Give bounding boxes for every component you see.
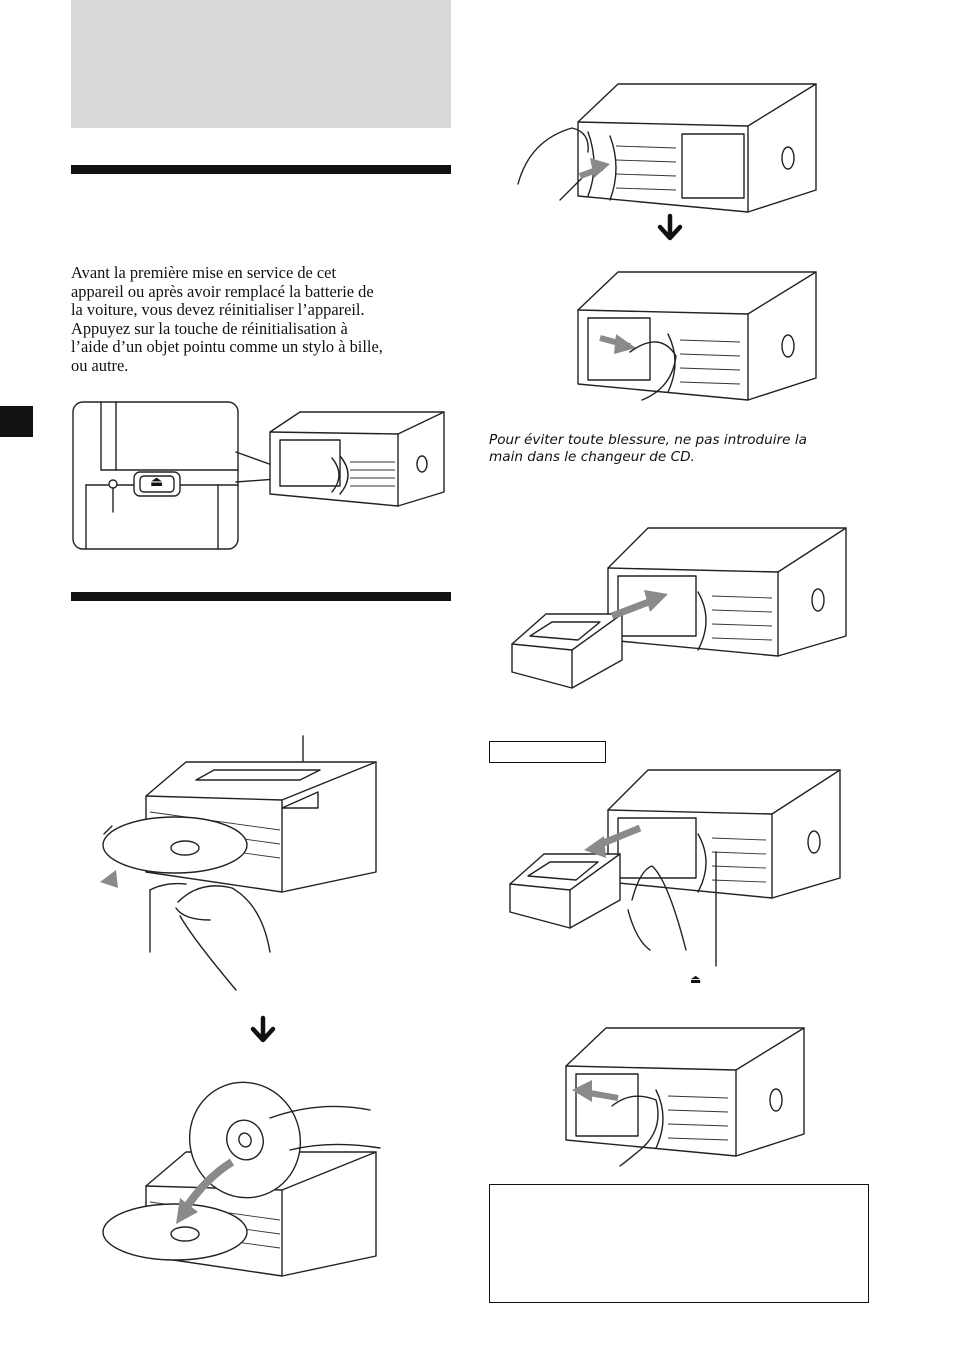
- intro-line: appareil ou après avoir remplacé la batt…: [71, 281, 374, 301]
- caution-line: main dans le changeur de CD.: [489, 449, 695, 465]
- eject-icon: ⏏: [690, 972, 702, 986]
- down-arrow-icon: [657, 213, 683, 241]
- intro-line: l’aide d’un objet pointu comme un stylo …: [71, 337, 383, 356]
- caution-line: Pour éviter toute blessure, ne pas intro…: [489, 432, 807, 448]
- injury-caution-note: Pour éviter toute blessure, ne pas intro…: [489, 432, 869, 466]
- intro-line: ou autre.: [71, 355, 129, 375]
- label-box: [489, 741, 606, 763]
- intro-line: la voiture, vous devez réinitialiser l’a…: [71, 300, 365, 319]
- section-rule-bottom: [71, 592, 451, 601]
- note-box: [489, 1184, 869, 1303]
- section-header-band: [71, 0, 451, 128]
- eject-icon: ⏏: [150, 474, 164, 490]
- section-rule-top: [71, 165, 451, 174]
- reset-instructions: Avant la première mise en service de cet…: [71, 263, 461, 375]
- intro-line: Avant la première mise en service de cet: [71, 263, 337, 282]
- page-side-tab: [0, 406, 33, 437]
- down-arrow-icon: [250, 1015, 276, 1043]
- intro-line: Appuyez sur la touche de réinitialisatio…: [71, 318, 348, 338]
